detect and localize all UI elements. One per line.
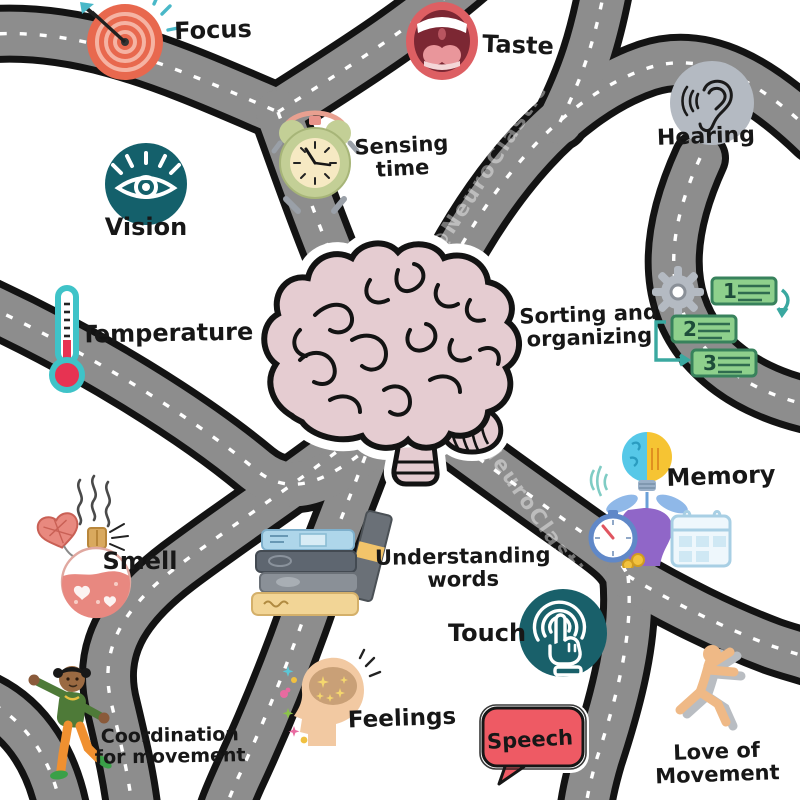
label-taste: Taste <box>481 29 555 61</box>
coin-icon <box>622 559 634 568</box>
floating-marks <box>280 666 308 744</box>
scent-waves <box>76 474 111 528</box>
books-stack-icon <box>251 510 393 616</box>
jumping-figure-icon <box>675 645 746 731</box>
label-love-of-movement: Love of Movement <box>654 737 780 789</box>
memory-collage-icon <box>588 432 732 568</box>
hearing-ear-icon <box>670 61 754 145</box>
step-boxes: 1 2 3 <box>670 276 778 378</box>
taste-mouth-icon <box>406 2 478 80</box>
speech-bubble-icon <box>477 703 589 790</box>
label-speech: Speech <box>486 725 574 754</box>
stopwatch-icon <box>588 510 638 563</box>
label-temperature: Temperature <box>80 317 254 349</box>
label-hearing: Hearing <box>656 122 756 151</box>
perfume-bottle-icon <box>36 474 132 619</box>
label-understanding-words: Understanding words <box>374 542 551 592</box>
emphasis-rays <box>358 648 382 678</box>
gear-icon <box>652 266 704 318</box>
sorting-gear-checklist-icon: 1 2 3 <box>652 266 790 378</box>
leaves <box>606 492 688 514</box>
dancing-child-icon <box>28 666 112 780</box>
step-number: 3 <box>703 351 717 375</box>
vision-eye-icon <box>105 143 187 225</box>
touch-tap-hand-icon <box>519 589 607 677</box>
focus-target-icon <box>80 0 180 80</box>
coin-icon <box>631 553 645 567</box>
step-number: 2 <box>683 317 697 341</box>
heart-charm-icon <box>36 512 79 549</box>
label-sensing-time: Sensing time <box>353 130 449 182</box>
label-focus: Focus <box>173 14 253 46</box>
step-number: 1 <box>723 279 737 303</box>
label-touch: Touch <box>447 619 527 648</box>
flow-arrows <box>654 288 790 367</box>
label-sorting-organizing: Sorting and organizing <box>518 299 659 352</box>
brain-bulb-icon <box>622 432 672 491</box>
dash-arc <box>589 465 609 497</box>
brain-stem <box>391 445 440 487</box>
thermometer-icon <box>49 285 85 393</box>
sparkles <box>316 676 348 702</box>
alarm-clock-icon <box>271 110 360 214</box>
brain-body <box>261 240 522 451</box>
feelings-head-sparkles-icon <box>280 648 382 746</box>
spray-lines <box>109 523 129 551</box>
label-smell: Smell <box>102 547 178 576</box>
label-feelings: Feelings <box>347 703 457 734</box>
label-coordination: Coordination for movement <box>94 723 246 769</box>
label-memory: Memory <box>665 460 776 492</box>
heart-decor <box>73 585 116 607</box>
calendar-icon <box>670 510 732 568</box>
label-vision: Vision <box>104 213 188 242</box>
